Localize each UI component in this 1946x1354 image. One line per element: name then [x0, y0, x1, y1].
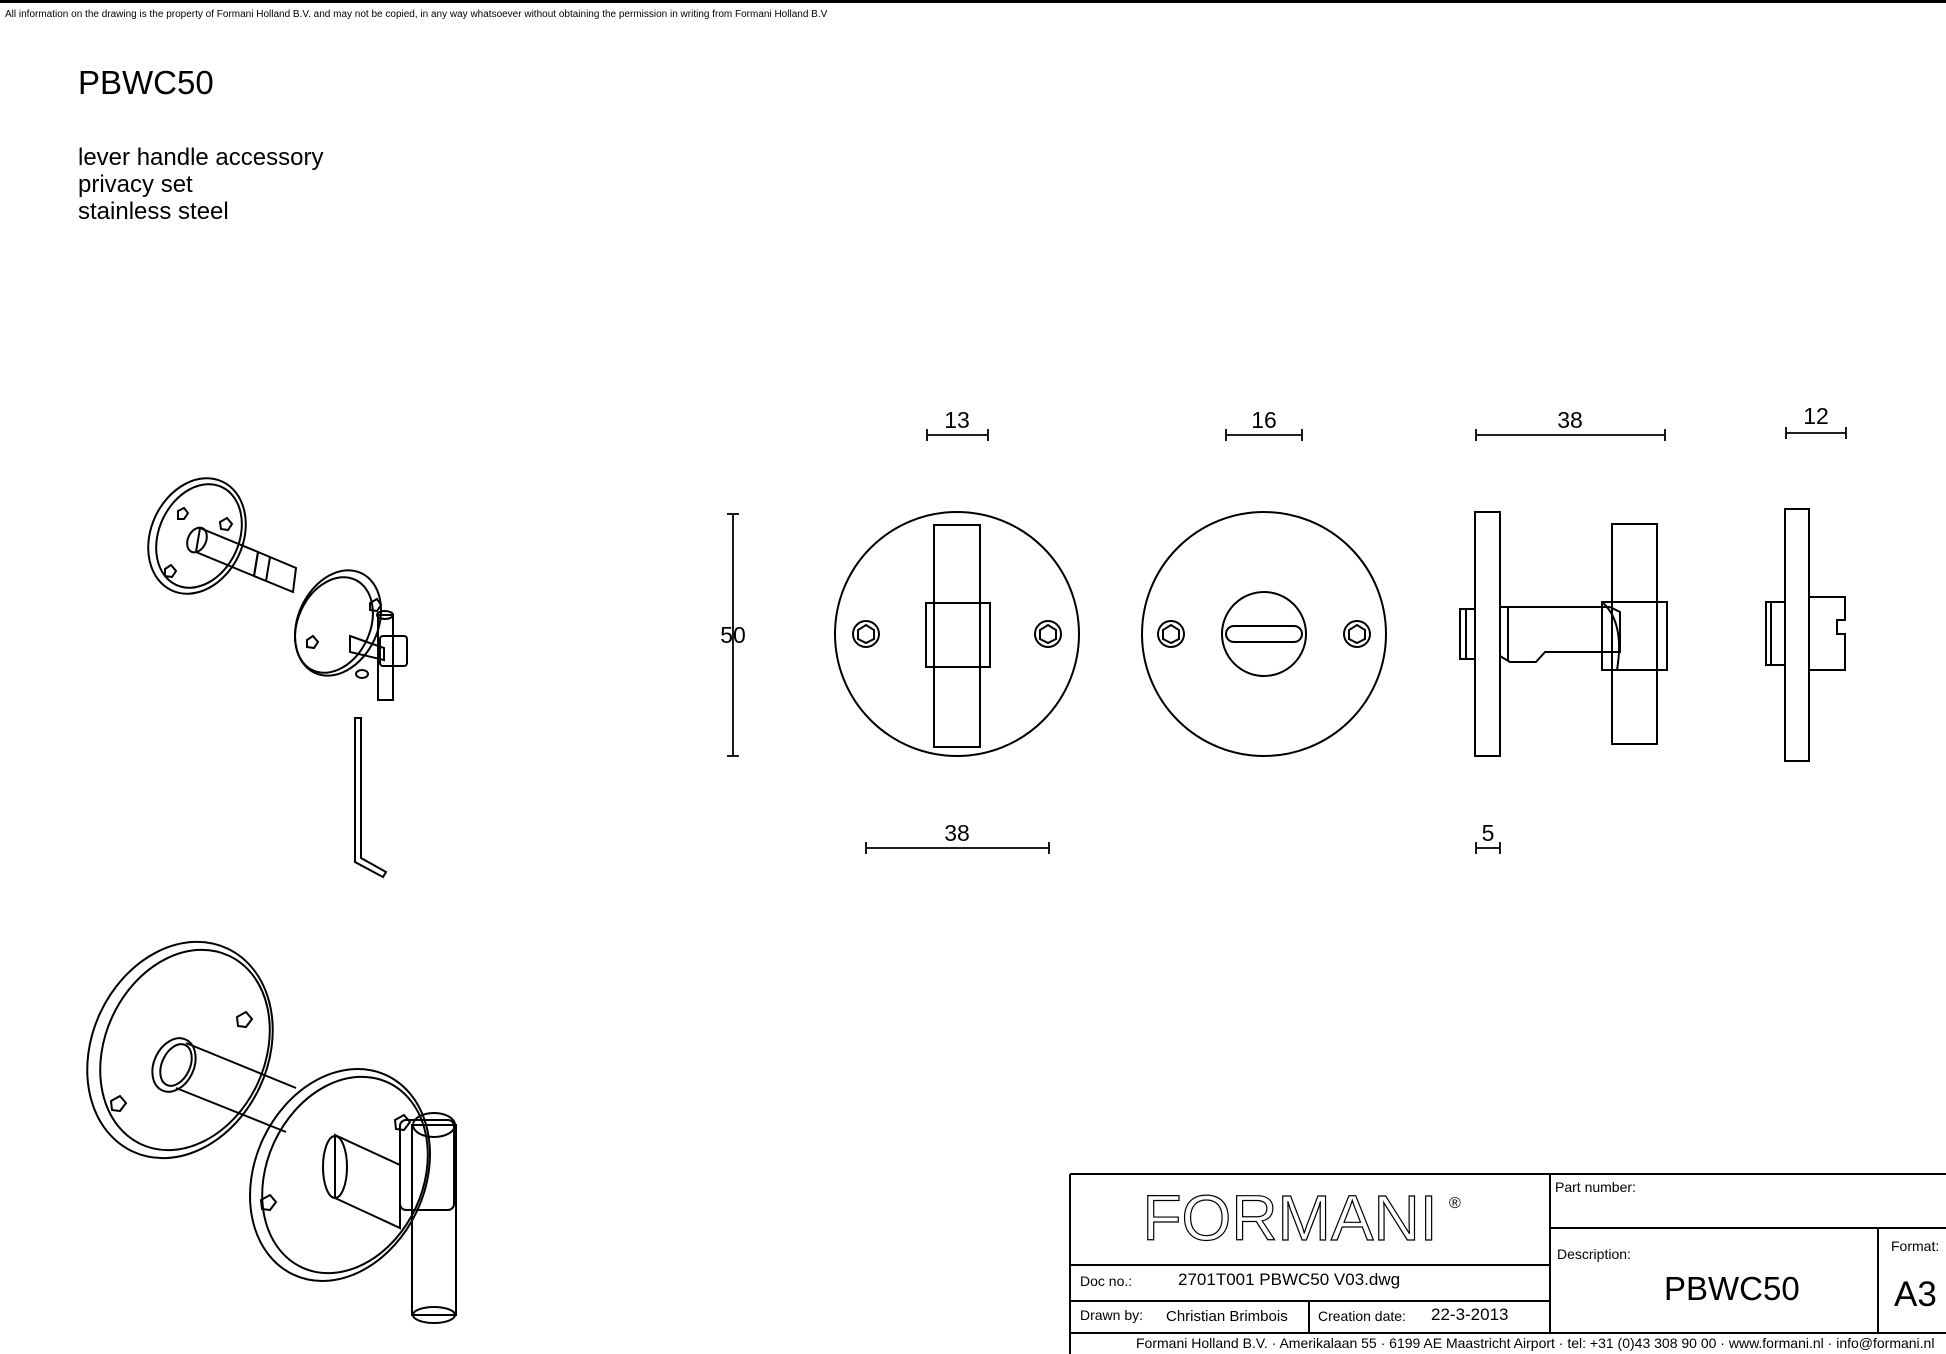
formani-logo: FORMANI — [1142, 1182, 1437, 1254]
dim-label-38-front: 38 — [944, 820, 970, 846]
dim-label-13: 13 — [944, 407, 970, 433]
dim-label-16: 16 — [1251, 407, 1277, 433]
description-label: Description: — [1557, 1246, 1631, 1262]
description-value: PBWC50 — [1664, 1270, 1800, 1307]
registered-mark: ® — [1449, 1195, 1461, 1212]
front-view-lever-rose — [834, 511, 1080, 757]
description-line-1: lever handle accessory — [78, 144, 324, 171]
doc-no-value: 2701T001 PBWC50 V03.dwg — [1178, 1270, 1401, 1289]
exploded-iso-view — [147, 477, 408, 879]
dim-label-38-side: 38 — [1557, 407, 1583, 433]
drawn-by-value: Christian Brimbois — [1166, 1308, 1288, 1325]
company-footer: Formani Holland B.V. · Amerikalaan 55 · … — [1136, 1335, 1935, 1351]
front-view-turn-rose — [1141, 511, 1387, 757]
dimension-lines — [727, 427, 1847, 854]
creation-date-label: Creation date: — [1318, 1308, 1406, 1324]
product-code-title: PBWC50 — [78, 64, 214, 101]
format-label: Format: — [1891, 1238, 1940, 1254]
part-number-label: Part number: — [1555, 1179, 1636, 1195]
drawn-by-label: Drawn by: — [1080, 1307, 1144, 1323]
top-border-line — [0, 0, 1946, 3]
creation-date-value: 22-3-2013 — [1431, 1305, 1509, 1324]
dim-label-12: 12 — [1803, 403, 1829, 429]
side-view — [1459, 511, 1668, 757]
description-line-3: stainless steel — [78, 198, 229, 225]
title-block-frame — [1069, 1173, 1946, 1354]
dim-label-5: 5 — [1482, 820, 1495, 846]
doc-no-label: Doc no.: — [1080, 1273, 1133, 1289]
side-view-turn — [1765, 508, 1846, 762]
product-description: lever handle accessory privacy set stain… — [78, 144, 323, 225]
copyright-disclaimer: All information on the drawing is the pr… — [5, 9, 828, 20]
description-line-2: privacy set — [78, 171, 193, 198]
dimension-labels: 13 16 38 12 50 38 5 — [720, 403, 1829, 846]
format-value: A3 — [1894, 1275, 1937, 1314]
dim-label-50: 50 — [720, 622, 746, 648]
assembled-iso-view — [86, 940, 457, 1324]
